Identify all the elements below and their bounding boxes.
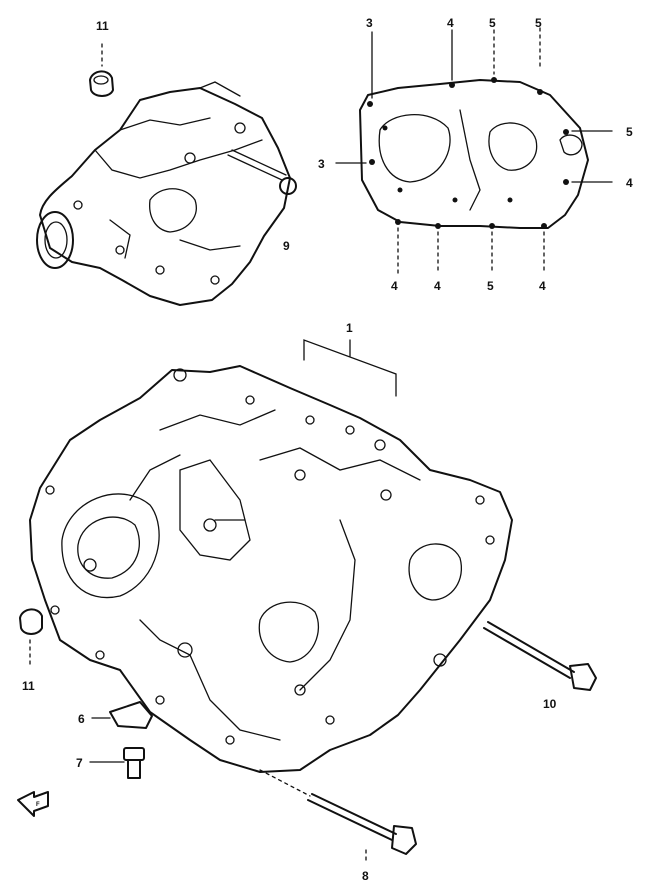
callout-4-bottom-1: 4 (391, 279, 398, 293)
callout-10: 10 (543, 697, 557, 711)
callout-3-left: 3 (318, 157, 325, 171)
main-crankcase (29, 365, 513, 773)
part-6-plate (91, 701, 153, 729)
part-8-bolt (259, 769, 417, 865)
callout-9: 9 (283, 239, 290, 253)
callout-4-bottom-2: 4 (434, 279, 441, 293)
part-10-bolt (483, 621, 597, 691)
callout-8: 8 (362, 869, 369, 883)
part-7-bolt (89, 747, 145, 779)
front-direction-arrow-icon: F (17, 791, 49, 817)
callout-11-lower: 11 (22, 679, 35, 693)
callout-11-top: 11 (96, 19, 109, 33)
callout-7: 7 (76, 756, 83, 770)
callout-3-top: 3 (366, 16, 373, 30)
part-11-nut-top (89, 43, 114, 97)
callout-4-bottom-3: 4 (539, 279, 546, 293)
callout-5-top-2: 5 (535, 16, 542, 30)
callout-4-top: 4 (447, 16, 454, 30)
part-11-dowel-lower (19, 608, 43, 669)
callout-5-bottom: 5 (487, 279, 494, 293)
svg-text:F: F (36, 802, 40, 808)
callout-6: 6 (78, 712, 85, 726)
crankcase-half-left (36, 81, 297, 306)
callout-5-top-1: 5 (489, 16, 496, 30)
callout-4-right: 4 (626, 176, 633, 190)
callout-1: 1 (346, 321, 353, 335)
callout-5-right: 5 (626, 125, 633, 139)
gasket-panel (335, 27, 613, 275)
part-1-bracket (303, 339, 397, 397)
